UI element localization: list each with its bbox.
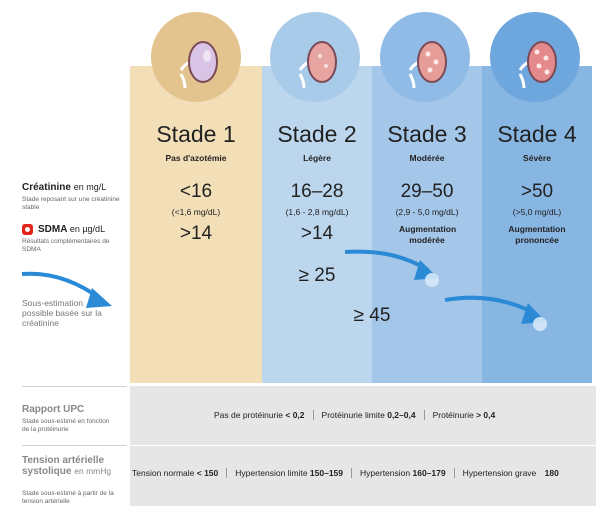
sdma-label: SDMA en µg/dL [38, 224, 106, 235]
arrow-to-stage3 [344, 249, 430, 272]
creatinine-value: >50 [520, 181, 554, 202]
creatinine-range: (>5,0 mg/dL) [512, 207, 562, 217]
stage-title: Stade 1 [156, 121, 236, 147]
sdma-value: >14 [300, 223, 334, 244]
upc-note: Stade sous-estimé en fonction de la prot… [22, 418, 110, 433]
bp-cell: Hypertension grave 180 [453, 468, 567, 478]
upc-cell: Pas de protéinurie < 0,2 [214, 410, 305, 420]
stage-title: Stade 3 [387, 121, 467, 147]
creatinine-unit: en mg/L [73, 182, 107, 192]
arrow-to-stage4 [444, 295, 537, 316]
bp-row: Tension normale < 150 Hypertension limit… [124, 467, 567, 479]
creatinine-range: (<1,6 mg/dL) [171, 207, 221, 217]
stage-2-column [262, 66, 372, 383]
bp-unit: en mmHg [74, 466, 112, 476]
arrow-target-dot [425, 273, 439, 287]
sdma-note: Augmentation modérée [399, 224, 457, 245]
stage-title: Stade 4 [497, 121, 577, 147]
stage-4-texts: Stade 4 Sévère >50 (>5,0 mg/dL) Augmenta… [482, 0, 592, 390]
sdma-icon [22, 224, 33, 235]
stage-subtitle: Pas d'azotémie [165, 153, 227, 163]
creatinine-label: Créatinine en mg/L [22, 182, 107, 193]
arrow-target-dot [533, 317, 547, 331]
left-divider-top [22, 386, 127, 387]
stage-subtitle: Modérée [409, 153, 445, 163]
creatinine-note: Stade reposant sur une créatinine stable [22, 196, 120, 211]
kidney-icon [408, 41, 447, 89]
bp-cell: Hypertension limite 150–159 [226, 468, 351, 478]
arrowhead-icon [86, 288, 112, 308]
kidney-icon [179, 41, 218, 89]
stage-2-circle [270, 12, 360, 102]
stage-4-circle [490, 12, 580, 102]
sdma-unit: en µg/dL [69, 224, 106, 234]
left-divider-mid [22, 445, 127, 446]
bp-cell: Tension normale < 150 [132, 468, 219, 478]
creatinine-range: (2,9 - 5,0 mg/dL) [395, 207, 459, 217]
underestimation-note: Sous-estimation possible basée sur la cr… [22, 298, 102, 328]
progression-arrows [21, 249, 547, 331]
sdma-threshold-stage4: ≥ 45 [353, 305, 391, 326]
sdma-note: Augmentation prononcée [508, 224, 566, 245]
stage-3-column [372, 66, 482, 383]
bp-cell: Hypertension 160–179 [351, 468, 454, 478]
creatinine-value: <16 [179, 181, 213, 202]
kidney-icon [298, 41, 337, 89]
stage-subtitle: Légère [303, 153, 331, 163]
sdma-note-left: Résultats complémentaires de SDMA [22, 238, 110, 253]
sdma-threshold-stage3: ≥ 25 [298, 265, 336, 286]
upc-title: Rapport UPC [22, 404, 85, 415]
bp-title: Tension artérielle systolique en mmHg [22, 455, 112, 477]
stage-3-circle [380, 12, 470, 102]
creatinine-range: (1,6 - 2,8 mg/dL) [285, 207, 349, 217]
creatinine-value: 29–50 [400, 181, 454, 202]
stage-1-texts: Stade 1 Pas d'azotémie <16 (<1,6 mg/dL) … [130, 0, 262, 390]
upc-cell: Protéinurie > 0,4 [423, 410, 504, 420]
stage-1-circle [151, 12, 241, 102]
stage-3-texts: Stade 3 Modérée 29–50 (2,9 - 5,0 mg/dL) … [354, 0, 482, 390]
band-divider-mid [130, 445, 596, 446]
upc-cell: Protéinurie limite 0,2–0,4 [312, 410, 424, 420]
stage-title: Stade 2 [277, 121, 357, 147]
kidney-icon [518, 41, 557, 89]
creatinine-value: 16–28 [290, 181, 344, 202]
stage-2-texts: Stade 2 Légère 16–28 (1,6 - 2,8 mg/dL) >… [262, 0, 372, 390]
sdma-value: >14 [179, 223, 213, 244]
bp-note: Stade sous-estimé à partir de la tension… [22, 490, 114, 505]
stage-1-column [130, 66, 262, 383]
gray-band [130, 386, 596, 506]
stage-subtitle: Sévère [523, 153, 551, 163]
upc-row: Pas de protéinurie < 0,2 Protéinurie lim… [206, 409, 503, 421]
